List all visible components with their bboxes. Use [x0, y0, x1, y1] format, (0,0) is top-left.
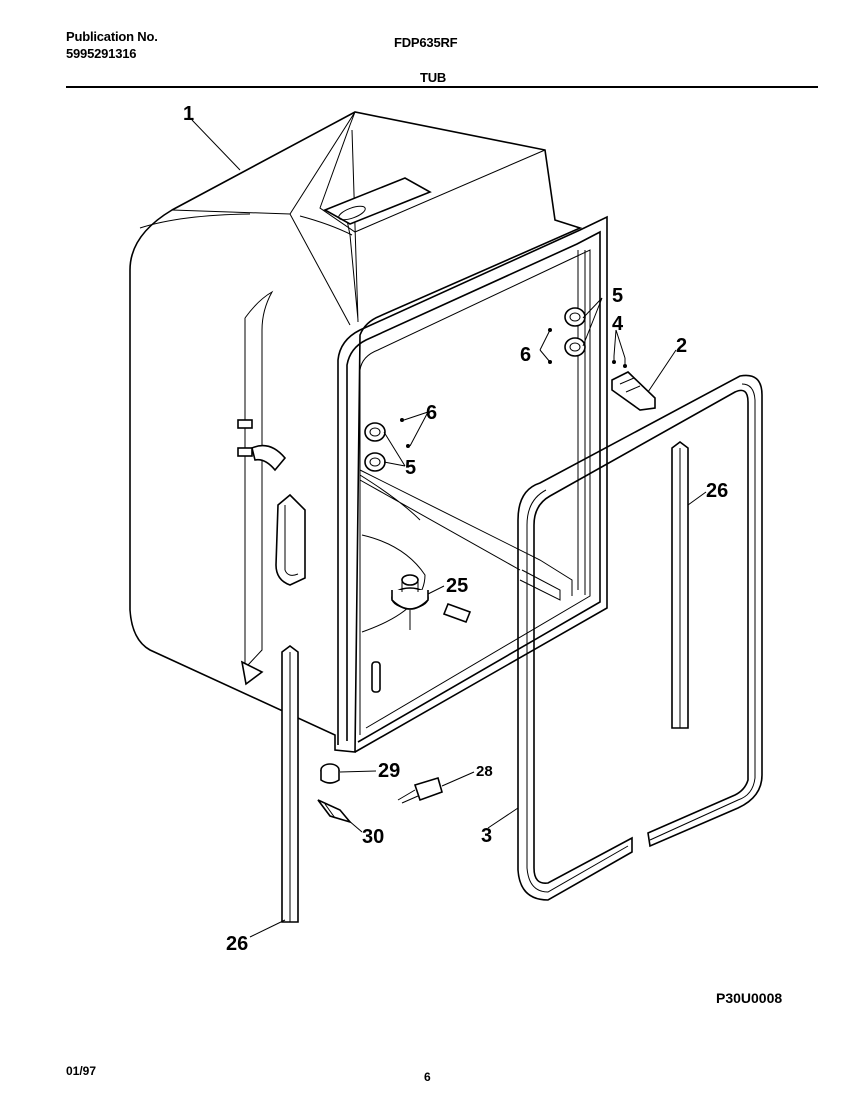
callout-screw-upper: 6 [520, 344, 531, 366]
door-gasket [517, 374, 763, 901]
tub-side-arrow-bracket [251, 444, 287, 472]
figure-code: P30U0008 [716, 990, 783, 1006]
callout-strip-left: 26 [226, 933, 248, 955]
nut-group-lower [364, 418, 410, 472]
float-assembly [391, 574, 429, 630]
tub-assembly [129, 111, 608, 753]
tub-outer-shell [129, 111, 583, 753]
callout-strip-right: 26 [706, 480, 728, 502]
section-title: TUB [420, 70, 447, 85]
switch [397, 776, 443, 804]
tub-top-strap [323, 177, 432, 225]
nut-group-upper [548, 307, 586, 364]
model-number: FDP635RF [394, 35, 458, 50]
callout-nut-lower: 5 [405, 457, 416, 479]
tub-top-panel [171, 111, 546, 326]
bracket [611, 371, 656, 411]
publication-number: 5995291316 [66, 46, 137, 61]
callout-screw-lower: 6 [426, 402, 437, 424]
strip-left [281, 645, 299, 923]
page-number: 6 [424, 1070, 431, 1084]
callout-bracket: 2 [676, 335, 687, 357]
tub-interior [359, 469, 573, 596]
tub-side-pocket [275, 493, 306, 586]
tub-front-frame [337, 215, 608, 753]
callout-tub: 1 [183, 103, 194, 125]
header-rule [66, 86, 818, 88]
callout-clip: 30 [362, 826, 384, 848]
leader-lines [191, 119, 707, 938]
callout-switch: 28 [476, 763, 493, 780]
callout-nut-upper: 5 [612, 285, 623, 307]
revision-date: 01/97 [66, 1064, 97, 1078]
clip [317, 799, 353, 824]
publication-label: Publication No. [66, 29, 158, 44]
plug [320, 763, 340, 784]
callout-float: 25 [446, 575, 468, 597]
strip-right [671, 441, 689, 729]
callout-door-gasket: 3 [481, 825, 492, 847]
studs [612, 356, 627, 368]
callout-plug: 29 [378, 760, 400, 782]
callout-stud: 4 [612, 313, 624, 335]
